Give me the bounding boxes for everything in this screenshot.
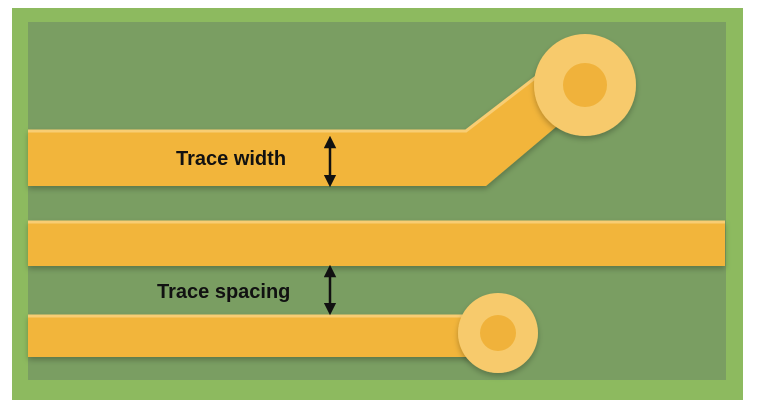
middle-trace — [28, 220, 725, 266]
upper-pad-center — [563, 63, 607, 107]
upper-trace — [28, 72, 582, 186]
lower-pad-center — [480, 315, 516, 351]
middle-trace-body — [28, 221, 725, 266]
lower-trace-body — [28, 315, 500, 357]
trace-spacing-label: Trace spacing — [157, 281, 290, 303]
upper-trace-body — [28, 74, 582, 186]
upper-trace-highlight — [28, 72, 541, 133]
lower-trace — [28, 314, 500, 357]
upper-via-pad — [534, 34, 636, 136]
lower-via-pad — [458, 293, 538, 373]
trace-width-label: Trace width — [176, 148, 286, 170]
